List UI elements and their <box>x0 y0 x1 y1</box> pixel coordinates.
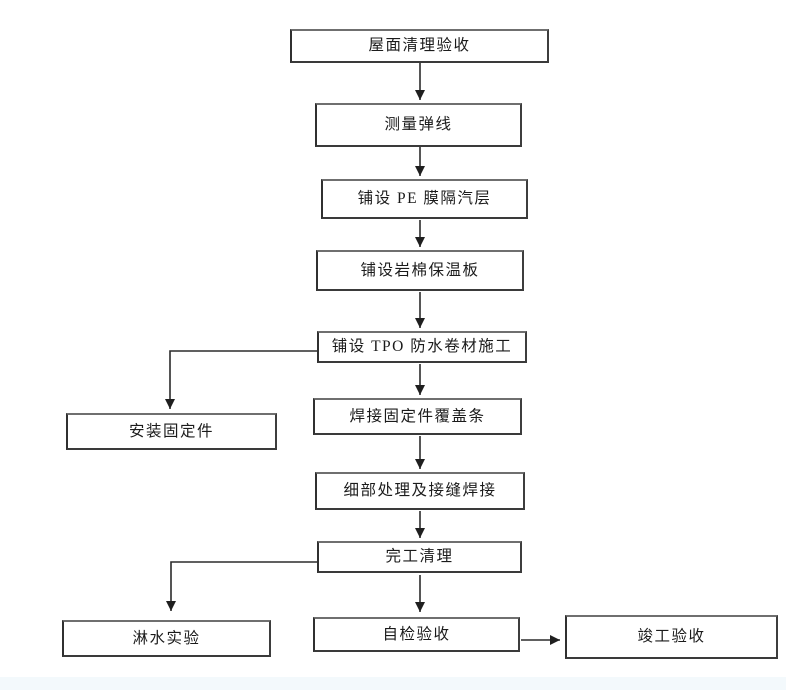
node-install-fasteners: 安装固定件 <box>66 413 277 450</box>
node-lay-rock-wool: 铺设岩棉保温板 <box>316 250 524 291</box>
node-label: 细部处理及接缝焊接 <box>343 482 497 500</box>
node-water-spray-test: 淋水实验 <box>62 620 271 657</box>
node-label: 铺设岩棉保温板 <box>360 261 480 279</box>
node-label: 竣工验收 <box>637 628 706 646</box>
node-label: 焊接固定件覆盖条 <box>349 407 486 425</box>
node-detail-seam-welding: 细部处理及接缝焊接 <box>315 472 525 510</box>
node-label: 铺设 TPO 防水卷材施工 <box>331 338 513 356</box>
connector-finish-to-watertest <box>166 561 317 611</box>
node-label: 自检验收 <box>382 625 451 643</box>
node-label: 安装固定件 <box>128 422 214 440</box>
node-weld-cover-strip: 焊接固定件覆盖条 <box>313 398 522 435</box>
page-bottom-tint <box>0 677 786 690</box>
node-completion-cleaning: 完工清理 <box>317 541 522 573</box>
connector-tpo-to-install <box>165 350 317 409</box>
node-roof-cleaning-acceptance: 屋面清理验收 <box>290 29 549 63</box>
node-label: 淋水实验 <box>132 629 201 647</box>
node-label: 铺设 PE 膜隔汽层 <box>357 190 492 208</box>
node-lay-pe-film: 铺设 PE 膜隔汽层 <box>321 179 528 219</box>
node-label: 测量弹线 <box>384 116 453 134</box>
node-label: 屋面清理验收 <box>368 37 471 55</box>
node-lay-tpo-membrane: 铺设 TPO 防水卷材施工 <box>317 331 527 363</box>
node-measure-snap-line: 测量弹线 <box>315 103 522 147</box>
node-label: 完工清理 <box>385 548 454 566</box>
node-final-acceptance: 竣工验收 <box>565 615 778 659</box>
node-self-inspection: 自检验收 <box>313 617 520 652</box>
